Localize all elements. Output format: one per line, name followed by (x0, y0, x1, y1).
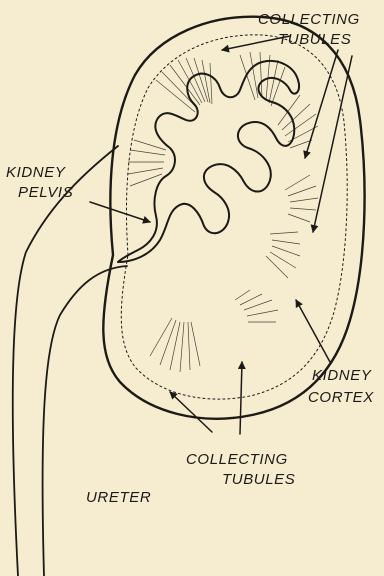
tubule-fan-upper-right (278, 95, 318, 148)
label-ureter: URETER (86, 489, 151, 506)
tubule-fan-bottom-right (235, 290, 278, 322)
label-kidney-cortex-2: CORTEX (308, 389, 374, 406)
kidney-outline (103, 17, 364, 419)
label-collecting-tubules-bottom-2: TUBULES (222, 471, 295, 488)
kidney-cortex (121, 35, 347, 399)
label-collecting-tubules-bottom-1: COLLECTING (186, 451, 288, 468)
tubule-fan-top-left (156, 58, 212, 112)
tubule-fan-bottom-center (150, 318, 200, 372)
arrow-kidney-cortex (296, 300, 330, 362)
kidney-pelvis-outline (118, 61, 299, 262)
label-kidney-cortex-1: KIDNEY (312, 367, 372, 384)
arrow-collecting-tubules-bottom-2 (240, 362, 242, 434)
tubule-fan-left (128, 140, 166, 186)
ureter-inner-wall (43, 266, 127, 576)
label-collecting-tubules-top-2: TUBULES (278, 31, 351, 48)
arrow-collecting-tubules-bottom-1 (170, 392, 212, 432)
arrow-kidney-pelvis (90, 202, 150, 222)
label-kidney-pelvis-2: PELVIS (18, 184, 73, 201)
cortex-inner-boundary (121, 35, 347, 399)
label-collecting-tubules-top-1: COLLECTING (258, 11, 360, 28)
label-kidney-pelvis-1: KIDNEY (6, 164, 66, 181)
collecting-tubules-shading (128, 52, 318, 372)
tubule-fan-lower-right (266, 232, 300, 278)
tubule-fan-mid-right (285, 175, 318, 222)
